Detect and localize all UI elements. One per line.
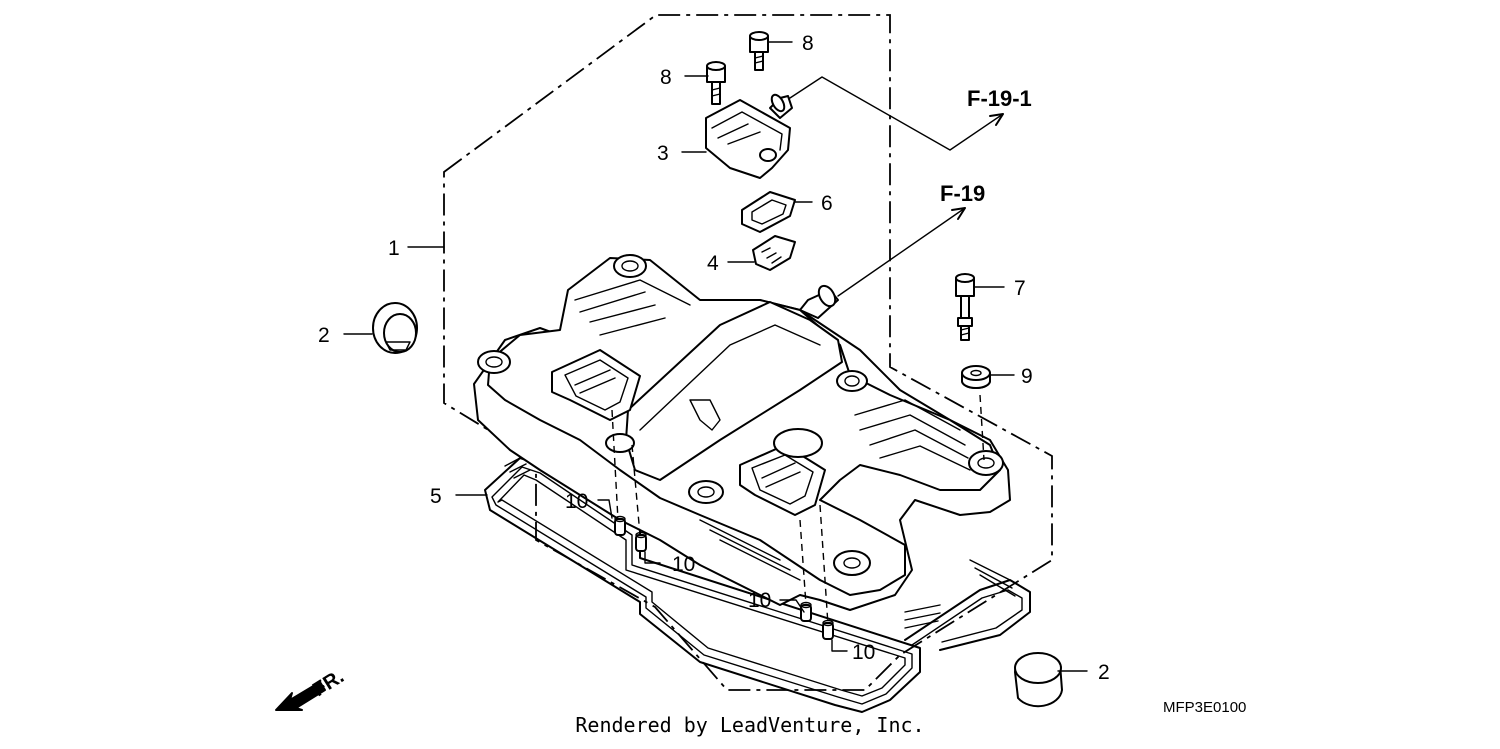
- rubber-seal-washer-9[interactable]: [961, 365, 991, 389]
- breather-cover-gasket[interactable]: [741, 191, 796, 233]
- callout-4: 4: [707, 252, 719, 275]
- reference-f19-1[interactable]: F-19-1: [967, 86, 1032, 111]
- diagram-code: MFP3E0100: [1163, 699, 1246, 716]
- bolt-8-left[interactable]: [706, 61, 726, 105]
- cam-plug-left[interactable]: [372, 302, 418, 354]
- dowel-pin-d[interactable]: [822, 619, 834, 640]
- leader-lines: [343, 41, 1088, 672]
- callout-9: 9: [1021, 365, 1033, 388]
- special-bolt-7[interactable]: [955, 273, 975, 341]
- callout-1: 1: [388, 237, 400, 260]
- callout-8-left: 8: [660, 66, 672, 89]
- bolt-8-top[interactable]: [749, 31, 769, 71]
- callout-2-right: 2: [1098, 661, 1110, 684]
- callout-3: 3: [657, 142, 669, 165]
- callout-10-c: 10: [748, 589, 771, 612]
- callout-7: 7: [1014, 277, 1026, 300]
- cylinder-head-cover[interactable]: [473, 254, 1011, 626]
- callout-5: 5: [430, 485, 442, 508]
- callout-2-left: 2: [318, 324, 330, 347]
- breather-separator-plate[interactable]: [752, 235, 796, 271]
- assembly-boundary: [443, 14, 1053, 691]
- reference-f19[interactable]: F-19: [940, 181, 985, 206]
- breather-cover[interactable]: [705, 93, 793, 179]
- dowel-pin-a[interactable]: [614, 515, 626, 536]
- dowel-pin-b[interactable]: [635, 531, 647, 552]
- dowel-pin-c[interactable]: [800, 601, 812, 622]
- callout-8-top: 8: [802, 32, 814, 55]
- callout-10-a: 10: [565, 490, 588, 513]
- footer-credit: Rendered by LeadVenture, Inc.: [575, 713, 925, 737]
- front-arrow-icon: FR.: [275, 666, 348, 711]
- callout-10-b: 10: [672, 553, 695, 576]
- callout-10-d: 10: [852, 641, 875, 664]
- callout-6: 6: [821, 192, 833, 215]
- cam-plug-right[interactable]: [1014, 652, 1063, 708]
